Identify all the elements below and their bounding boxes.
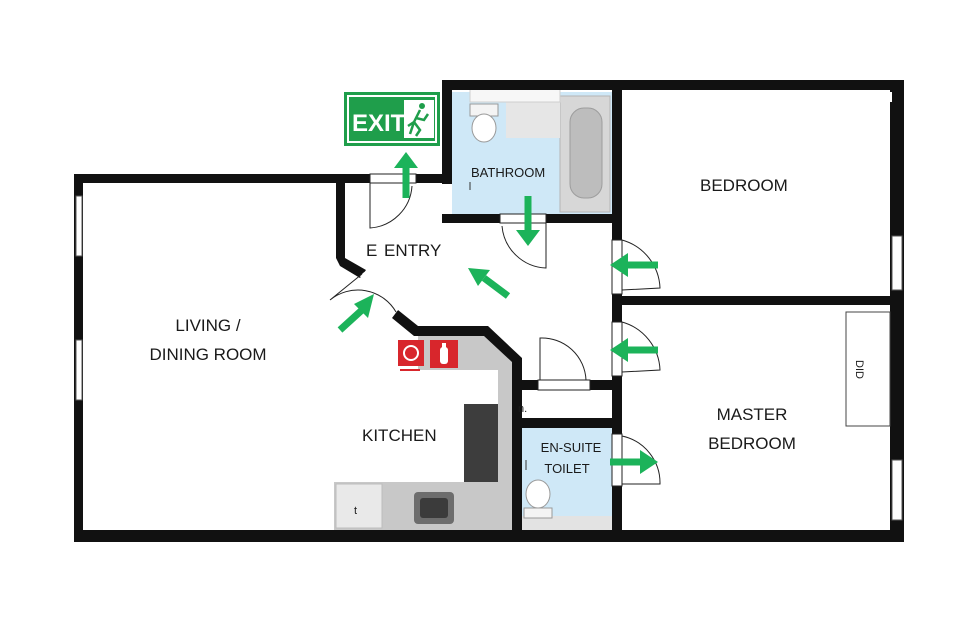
toilet-icon — [523, 479, 553, 519]
room-label-master: MASTER — [717, 405, 788, 424]
evacuation-arrow-icon — [337, 294, 374, 333]
room-label-entry: ENTRY — [384, 241, 441, 260]
toilet-icon — [469, 103, 499, 143]
wardrobe-label: DID — [853, 360, 865, 379]
evacuation-arrows — [337, 152, 658, 474]
room-label-master-bedroom: BEDROOM — [708, 434, 796, 453]
cupboard-mark: n. — [518, 403, 527, 415]
room-label-bedroom: BEDROOM — [700, 176, 788, 195]
evacuation-arrow-icon — [394, 152, 418, 198]
exit-sign-icon: EXIT — [344, 92, 440, 146]
sink-icon — [414, 492, 454, 524]
room-label-toilet: TOILET — [544, 461, 589, 476]
room-label-ensuite: EN-SUITE — [541, 440, 602, 455]
fire-hose-reel-icon — [398, 340, 424, 371]
fridge — [335, 483, 383, 529]
windows — [75, 92, 903, 521]
entry-mark: E — [366, 241, 377, 260]
room-label-dining: DINING ROOM — [149, 345, 266, 364]
evacuation-arrow-icon — [610, 338, 658, 362]
vanity-unit — [506, 100, 560, 138]
room-label-living: LIVING / — [175, 316, 240, 335]
evacuation-arrow-icon — [516, 196, 540, 246]
fire-extinguisher-icon — [430, 340, 458, 368]
room-label-kitchen: KITCHEN — [362, 426, 437, 445]
fridge-mark: t — [354, 505, 357, 517]
room-label-bathroom: BATHROOM — [471, 165, 545, 180]
walls — [74, 80, 904, 542]
wardrobe — [845, 311, 891, 427]
exit-sign-text: EXIT — [352, 110, 406, 137]
evacuation-arrow-icon — [610, 253, 658, 277]
evacuation-arrow-icon — [610, 450, 658, 474]
evacuation-arrow-icon — [468, 268, 511, 299]
running-person-icon — [404, 100, 434, 138]
